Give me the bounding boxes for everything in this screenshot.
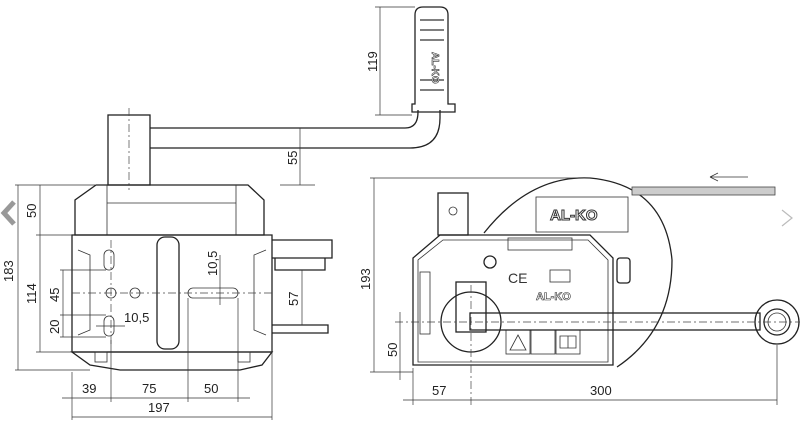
dim-183: 183 (1, 260, 16, 282)
dim-300: 300 (590, 383, 612, 398)
dim-119: 119 (365, 51, 380, 72)
dim-39: 39 (82, 381, 96, 396)
dim-75: 75 (142, 381, 156, 396)
carousel-prev-button[interactable] (0, 198, 18, 228)
front-view: AL-KO CE AL-KO (358, 172, 800, 405)
dim-197: 197 (148, 400, 170, 415)
dim-45: 45 (47, 288, 62, 302)
dim-20: 20 (47, 320, 62, 334)
dim-193: 193 (358, 268, 373, 290)
dim-50-axis: 50 (385, 343, 400, 357)
side-view: AL-KO (1, 6, 456, 420)
dim-50-bottom: 50 (204, 381, 218, 396)
brand-logo-housing: AL-KO (536, 291, 571, 303)
carousel-next-button[interactable] (778, 206, 796, 236)
dim-114: 114 (24, 283, 39, 304)
ce-mark: CE (508, 270, 527, 286)
grip-logo: AL-KO (429, 52, 440, 84)
dim-57-front: 57 (432, 383, 446, 398)
dim-10-5-h: 10,5 (124, 310, 149, 325)
dim-57-side: 57 (286, 292, 301, 306)
brand-logo-drum: AL-KO (550, 207, 598, 224)
chevron-right-icon (781, 209, 793, 227)
dim-55: 55 (285, 151, 300, 165)
dim-50-top: 50 (24, 204, 39, 218)
dim-10-5-v: 10,5 (205, 251, 220, 276)
chevron-left-icon (0, 200, 16, 226)
